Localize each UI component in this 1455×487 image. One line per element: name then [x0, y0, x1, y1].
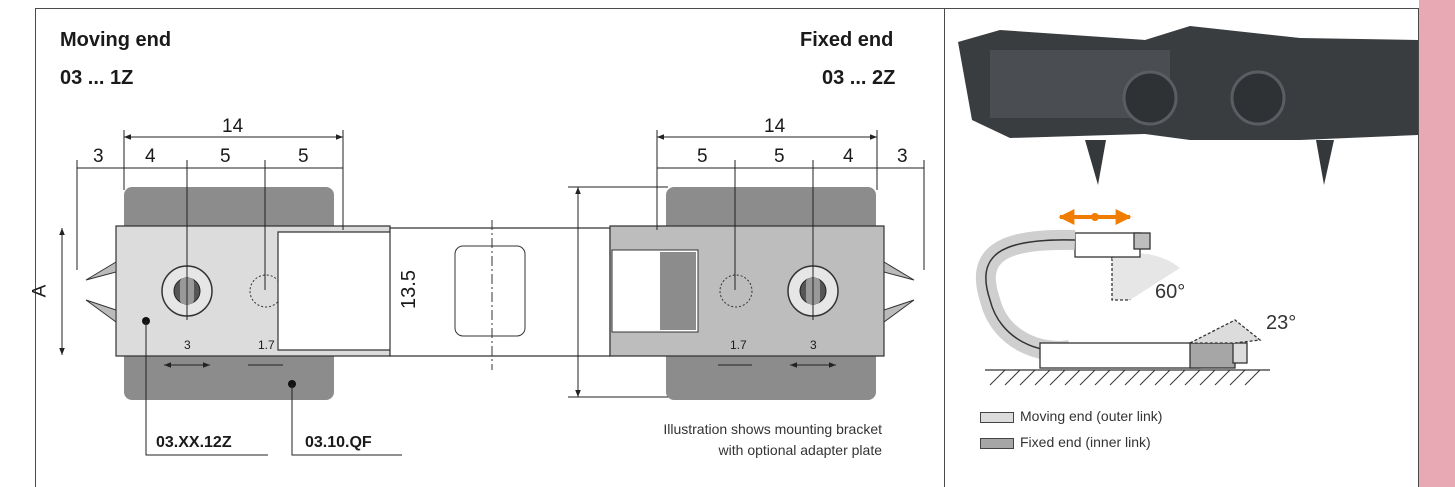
note-line-2: with optional adapter plate	[718, 442, 882, 458]
legend-fixed-label: Fixed end (inner link)	[1020, 434, 1151, 450]
moving-end-title: Moving end	[60, 29, 172, 51]
fixed-end-code: 03 ... 2Z	[822, 67, 896, 89]
right-small-3: 3	[810, 338, 817, 352]
right-small-1-7: 1.7	[730, 338, 747, 352]
drag-arrow	[1058, 209, 1132, 225]
chain-curve	[975, 229, 1270, 371]
side-tab	[1419, 0, 1455, 487]
bracket-code: 03.XX.12Z	[156, 434, 232, 451]
left-seg-3: 5	[298, 146, 309, 167]
left-small-1-7: 1.7	[258, 338, 275, 352]
right-outer-dim: 3	[897, 146, 908, 167]
right-total-dim: 14	[764, 116, 786, 137]
note-line-1: Illustration shows mounting bracket	[663, 421, 882, 437]
height-13-5-label: 13.5	[397, 270, 420, 309]
left-small-3: 3	[184, 338, 191, 352]
chain-links	[277, 220, 611, 370]
dimension-lines	[59, 130, 925, 456]
left-total-dim: 14	[222, 116, 244, 137]
panel-divider	[944, 8, 945, 487]
content-frame	[35, 8, 1419, 487]
fixed-end-bracket	[609, 187, 915, 400]
chain-photo	[958, 26, 1418, 185]
left-seg-1: 4	[145, 146, 156, 167]
angle-23-label: 23°	[1266, 312, 1297, 334]
angle-60-label: 60°	[1155, 281, 1186, 303]
plate-code: 03.10.QF	[305, 434, 372, 451]
right-seg-3: 4	[843, 146, 854, 167]
legend-moving-label: Moving end (outer link)	[1020, 408, 1163, 424]
legend-swatch-fixed	[980, 438, 1014, 449]
ground-hatch	[989, 369, 1261, 386]
left-outer-dim: 3	[93, 146, 104, 167]
width-a-label: A	[29, 284, 51, 298]
fixed-end-title: Fixed end	[800, 29, 894, 51]
left-seg-2: 5	[220, 146, 231, 167]
right-seg-1: 5	[697, 146, 708, 167]
legend-swatch-moving	[980, 412, 1014, 423]
right-seg-2: 5	[774, 146, 785, 167]
moving-end-code: 03 ... 1Z	[60, 67, 134, 89]
